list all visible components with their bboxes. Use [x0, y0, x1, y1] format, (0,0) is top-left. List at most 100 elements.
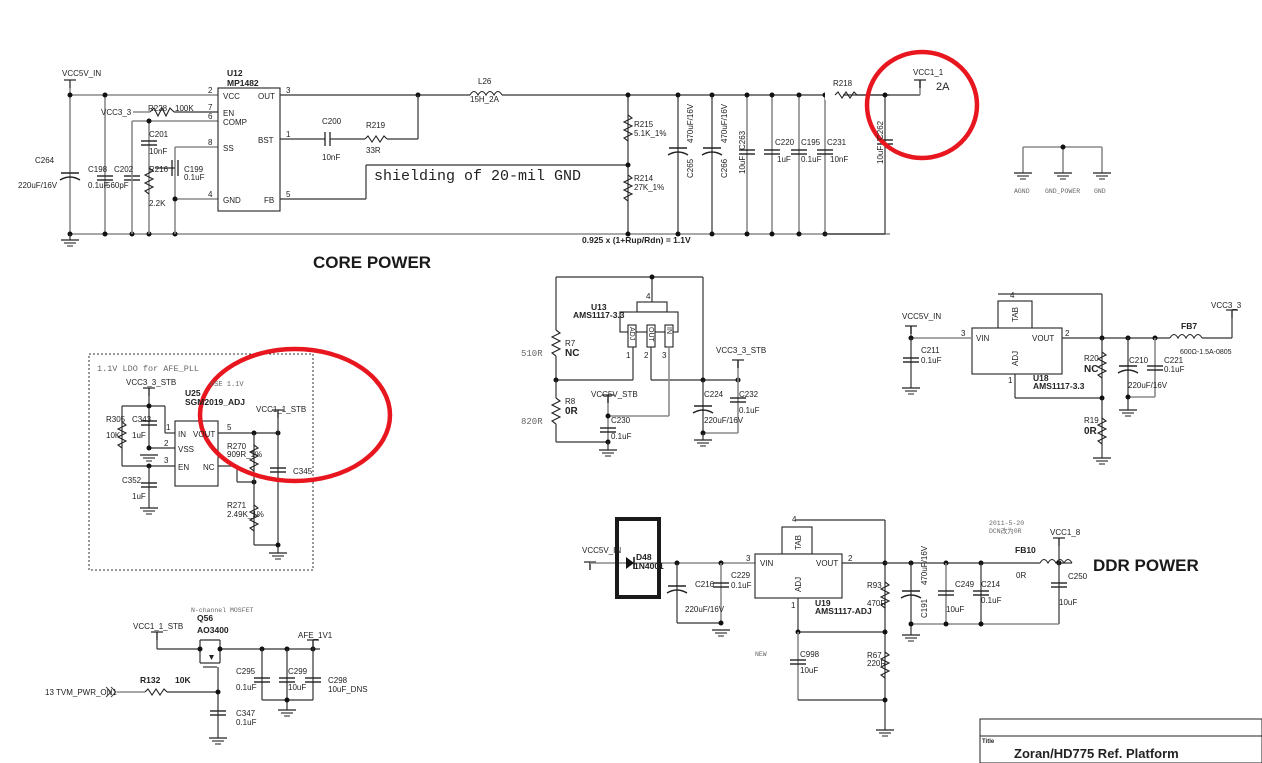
component-value: 1uF: [132, 492, 146, 501]
component-ref: R270: [227, 442, 247, 451]
pin-number: 1: [626, 351, 631, 360]
pin-label: FB: [264, 196, 274, 205]
component-value: 10nF: [149, 147, 167, 156]
net-label: VCC1_8: [1050, 528, 1081, 537]
component-value: 0.1uF: [236, 718, 257, 727]
mosfet-switch-section: [105, 631, 322, 745]
net-label: VCC3_3_STB: [126, 378, 176, 387]
net-label: VCC5V_IN: [902, 312, 941, 321]
pin-number: 3: [662, 351, 667, 360]
net-label: 13 TVM_PWR_ON1: [45, 688, 117, 697]
pin-number: 8: [208, 138, 213, 147]
title-block: [979, 718, 1262, 763]
component-ref: R7: [565, 339, 576, 348]
ldo-box-title: 1.1V LDO for AFE_PLL: [97, 364, 199, 374]
pin-label: TAB: [1011, 307, 1020, 322]
pin-label: ADJ: [628, 327, 635, 340]
component-ref: R19: [1084, 416, 1099, 425]
ldo-afe-pll-section: [88, 353, 314, 571]
component-ref: C264: [35, 156, 55, 165]
pin-label: VOUT: [1032, 334, 1054, 343]
component-ref: C232: [739, 390, 759, 399]
component-value: 10uF: [738, 156, 747, 174]
pin-number: 3: [286, 86, 291, 95]
component-value: 220uF/16V: [685, 605, 725, 614]
component-ref: C202: [114, 165, 134, 174]
component-value: 220R: [867, 659, 886, 668]
component-value: 10uF: [876, 146, 885, 164]
component-value: 470R: [867, 599, 886, 608]
component-ref: C200: [322, 117, 342, 126]
u12-ic: [217, 87, 281, 212]
component-ref: C352: [122, 476, 142, 485]
u19-part: AMS1117-ADJ: [815, 606, 872, 616]
component-ref: R218: [833, 79, 853, 88]
pin-label: NC: [203, 463, 215, 472]
pin-label: VCC: [223, 92, 240, 101]
component-value: 0.1uF: [739, 406, 760, 415]
u18-regulator-section: [901, 293, 1239, 465]
core-power-title: CORE POWER: [313, 253, 431, 272]
component-value: 1uF: [132, 431, 146, 440]
net-label: AFE_1V1: [298, 631, 333, 640]
u25-part: SGM2019_ADJ: [185, 397, 245, 407]
component-ref: C220: [775, 138, 795, 147]
component-value: 1uF: [777, 155, 791, 164]
pin-label: VIN: [760, 559, 774, 568]
new-note: NEW: [755, 651, 767, 658]
ground-symbols: [1013, 144, 1112, 180]
pin-label: IN: [178, 430, 186, 439]
component-ref: C211: [921, 346, 940, 355]
component-value: 10uF: [288, 683, 306, 692]
component-value: 15H_2A: [470, 95, 500, 104]
component-value: 909R_1%: [227, 450, 262, 459]
component-value: 0.1uF: [731, 581, 752, 590]
pin-label: VIN: [976, 334, 990, 343]
component-value: 2.49K_1%: [227, 510, 264, 519]
component-ref: C998: [800, 650, 820, 659]
u18-ref: U18: [1033, 373, 1049, 383]
component-ref: Q56: [197, 613, 213, 623]
pin-label: ADJ: [1011, 351, 1020, 366]
pin-number: 3: [746, 554, 751, 563]
net-label: VCC3_3_STB: [716, 346, 766, 355]
component-ref: C250: [1068, 572, 1088, 581]
pin-label: SS: [223, 144, 234, 153]
pin-number: 1: [286, 130, 291, 139]
component-value: AO3400: [197, 625, 229, 635]
component-value: 470uF/16V: [720, 103, 729, 143]
u12-ref: U12: [227, 68, 243, 78]
pin-label: COMP: [223, 118, 247, 127]
component-value: 0.1uF: [236, 683, 257, 692]
component-ref: C266: [720, 158, 729, 178]
pin-label: TAB: [794, 535, 803, 550]
title-value: Zoran/HD775 Ref. Platform: [1014, 746, 1179, 761]
pin-label: ADJ: [794, 577, 803, 592]
component-ref: C347: [236, 709, 256, 718]
shielding-note: shielding of 20-mil GND: [374, 168, 581, 185]
highlight-circle-ldo: [197, 346, 393, 484]
component-value: 10K: [175, 675, 191, 685]
net-label: AGND: [1014, 188, 1030, 195]
component-value: 0R: [1084, 426, 1098, 437]
component-ref: C262: [876, 120, 885, 140]
current-annotation: 2A: [936, 81, 950, 93]
pin-label: EN: [178, 463, 189, 472]
component-value: 33R: [366, 146, 381, 155]
component-ref: R20: [1084, 354, 1099, 363]
pin-number: 1: [166, 423, 171, 432]
component-value: 10K: [106, 431, 121, 440]
net-label: VCC1_1_STB: [133, 622, 183, 631]
pin-number: 5: [286, 190, 291, 199]
net-label: VCC5V_IN: [62, 69, 101, 78]
component-ref: C214: [981, 580, 1001, 589]
component-ref: C224: [704, 390, 724, 399]
component-value: 0.1uF: [1164, 365, 1185, 374]
u19-ref: U19: [815, 598, 831, 608]
component-value: 5.1K_1%: [634, 129, 666, 138]
pin-number: 7: [208, 103, 213, 112]
component-value: 220uF/16V: [1128, 381, 1168, 390]
component-ref: R93: [867, 581, 882, 590]
component-ref: C299: [288, 667, 308, 676]
